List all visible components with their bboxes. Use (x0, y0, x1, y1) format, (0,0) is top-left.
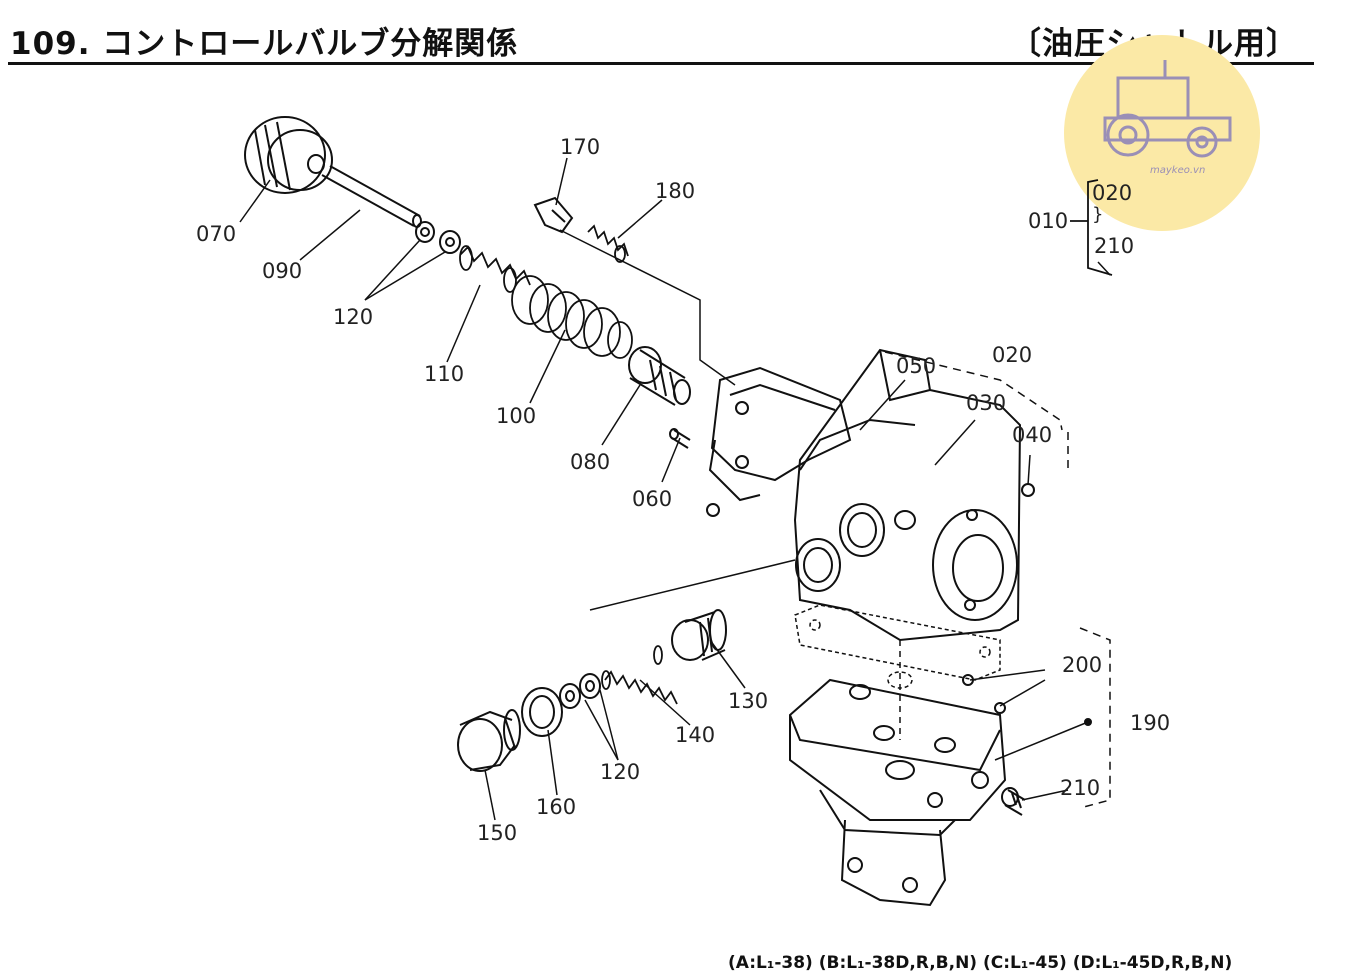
part-170-cap (533, 196, 574, 234)
part-120-washers-bottom (559, 673, 601, 709)
part-label: 090 (262, 259, 302, 283)
part-180-spring (587, 224, 629, 263)
part-200-oring-a (962, 674, 974, 686)
part-140-spring (601, 645, 678, 705)
watermark-logo: maykeo.vn (1064, 35, 1260, 231)
watermark-text: maykeo.vn (1150, 165, 1205, 176)
part-label: 020 (992, 343, 1032, 367)
part-label: 190 (1130, 711, 1170, 735)
part-label: 080 (570, 450, 610, 474)
part-labels: 170 180 070 090 120 110 100 080 060 050 … (196, 135, 1170, 845)
part-label: 150 (477, 821, 517, 845)
part-020-gasket (794, 604, 1001, 689)
part-100-spring (511, 275, 633, 359)
part-label: 170 (560, 135, 600, 159)
part-label: 060 (632, 487, 672, 511)
part-060-pin (669, 428, 691, 449)
part-050-ball (706, 503, 720, 517)
group-bracket-190 (1079, 627, 1111, 809)
group-bracket-020 (884, 351, 1069, 468)
part-130-poppet (671, 609, 727, 661)
part-label: 100 (496, 404, 536, 428)
part-label: 130 (728, 689, 768, 713)
part-label: 110 (424, 362, 464, 386)
tree-child-bottom-label: 210 (1094, 234, 1134, 258)
part-label: 050 (896, 354, 936, 378)
part-label: 180 (655, 179, 695, 203)
part-label: 160 (536, 795, 576, 819)
page-title: 109. コントロールバルブ分解関係 (10, 26, 519, 62)
part-080-plunger (628, 346, 691, 406)
part-110-spring (459, 245, 531, 293)
part-label: 070 (196, 222, 236, 246)
part-label: 210 (1060, 776, 1100, 800)
part-070-knob (244, 116, 333, 194)
tree-child-top-label: 020 (1092, 181, 1132, 205)
tree-tail (1097, 261, 1111, 276)
part-150-plug (457, 709, 521, 772)
part-label: 040 (1012, 423, 1052, 447)
part-label: 200 (1062, 653, 1102, 677)
part-label: 030 (966, 391, 1006, 415)
part-label: 140 (675, 723, 715, 747)
part-030-valve-body (708, 348, 1022, 642)
part-040-ball (1021, 483, 1035, 497)
tractor-icon (1103, 60, 1232, 158)
part-label: 120 (333, 305, 373, 329)
tree-connector-glyph: } (1092, 204, 1103, 225)
tree-parent-label: 010 (1028, 209, 1068, 233)
title-rule (8, 62, 1314, 65)
part-090-pin (321, 165, 422, 228)
part-190-base-block (789, 678, 1092, 907)
tree-bracket (1070, 179, 1113, 276)
model-applicability-note: (A:L₁-38) (B:L₁-38D,R,B,N) (C:L₁-45) (D:… (728, 953, 1233, 973)
part-210-setscrew (1001, 787, 1026, 816)
part-200-oring-b (994, 702, 1006, 714)
part-120-washers-top (415, 221, 461, 254)
part-160-washer (521, 687, 563, 737)
part-label: 120 (600, 760, 640, 784)
